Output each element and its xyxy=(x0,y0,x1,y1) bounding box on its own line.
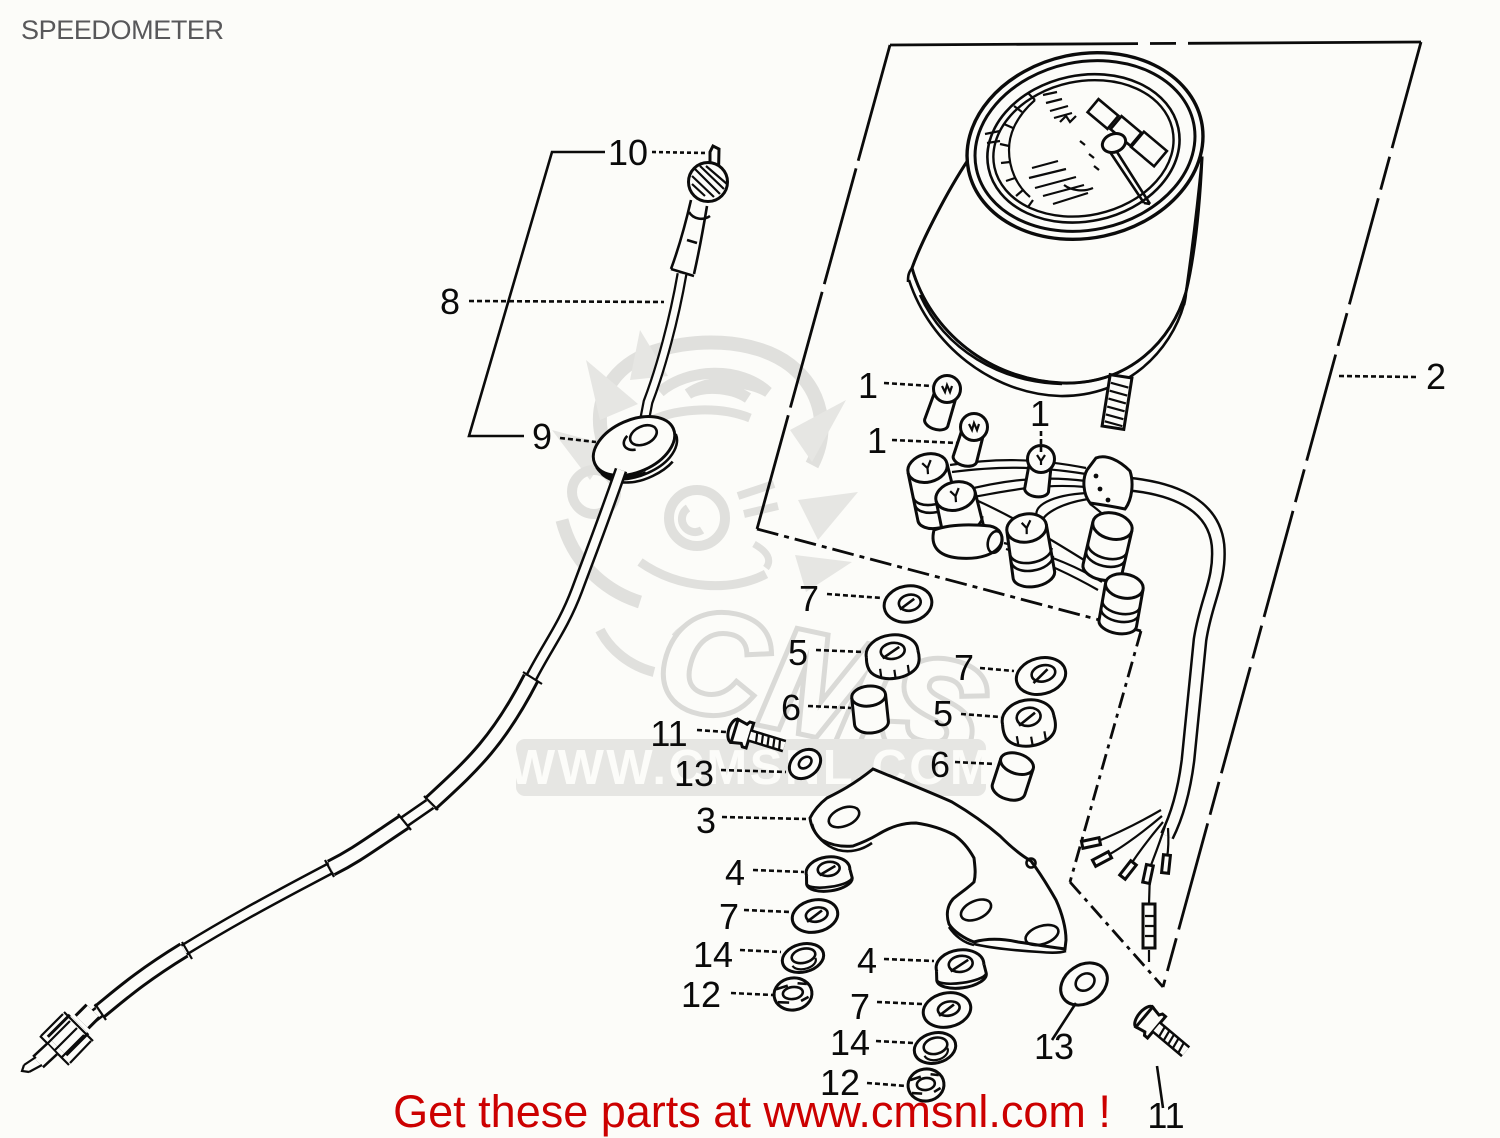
svg-text:5: 5 xyxy=(933,693,953,734)
svg-text:7: 7 xyxy=(799,578,819,619)
svg-text:10: 10 xyxy=(608,132,648,173)
svg-text:6: 6 xyxy=(930,744,950,785)
svg-text:13: 13 xyxy=(1034,1026,1074,1067)
svg-text:12: 12 xyxy=(820,1062,860,1103)
svg-text:14: 14 xyxy=(693,934,733,975)
svg-text:Get these parts at www.cmsnl.c: Get these parts at www.cmsnl.com ! xyxy=(393,1086,1111,1137)
svg-text:1: 1 xyxy=(858,365,878,406)
svg-text:7: 7 xyxy=(719,896,739,937)
svg-text:13: 13 xyxy=(674,753,714,794)
svg-text:8: 8 xyxy=(440,281,460,322)
svg-text:SPEEDOMETER: SPEEDOMETER xyxy=(21,15,224,45)
svg-text:12: 12 xyxy=(681,974,721,1015)
svg-text:7: 7 xyxy=(850,986,870,1027)
svg-text:WWW.CMSNL.COM: WWW.CMSNL.COM xyxy=(509,741,993,795)
svg-text:6: 6 xyxy=(781,687,801,728)
svg-text:3: 3 xyxy=(696,800,716,841)
svg-text:11: 11 xyxy=(1147,1095,1184,1136)
svg-text:1: 1 xyxy=(867,420,887,461)
svg-text:9: 9 xyxy=(532,416,552,457)
svg-text:5: 5 xyxy=(788,632,808,673)
svg-text:14: 14 xyxy=(830,1022,870,1063)
svg-text:7: 7 xyxy=(954,647,974,688)
svg-text:1: 1 xyxy=(1030,393,1050,434)
svg-text:4: 4 xyxy=(857,940,877,981)
svg-text:11: 11 xyxy=(650,713,687,754)
svg-text:4: 4 xyxy=(725,852,745,893)
svg-text:2: 2 xyxy=(1426,356,1446,397)
